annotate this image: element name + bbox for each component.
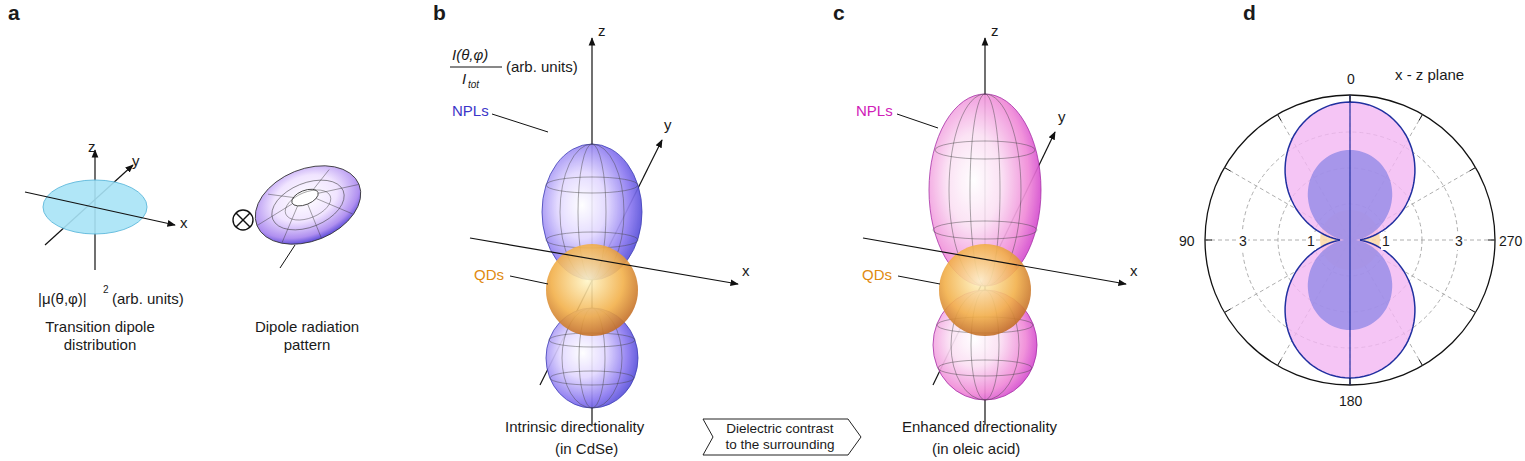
figure-label: I(θ,φ) [452,46,488,64]
figure-label: (arb. units) [112,290,184,308]
figure-label: 3 [1238,232,1248,250]
figure-label: x [1130,262,1138,280]
figure-label: z [88,138,96,156]
figure-label: (in oleic acid) [932,440,1020,458]
figure-label: 270 [1498,232,1523,250]
figure-label: (arb. units) [506,58,578,76]
figure-label: 0 [1346,70,1356,88]
figure-label: Intrinsic directionality [505,418,644,436]
figure-label: I [462,70,466,88]
panel-letter: c [833,4,845,22]
figure-label: NPLs [856,102,893,120]
panel-letter: b [433,4,446,22]
figure-label: x [742,262,750,280]
figure-label: x - z plane [1395,66,1464,84]
figure-label: (in CdSe) [555,440,618,458]
figure-label: QDs [474,266,504,284]
figure-label: z [598,22,606,40]
figure-label: 3 [1454,232,1464,250]
figure-label: Transition dipole distribution [30,318,170,354]
chevron-arrow: Dielectric contrast to the surrounding [702,418,862,456]
figure-label: z [991,22,999,40]
figure-label: Enhanced directionality [902,418,1057,436]
figure-label: 180 [1338,392,1363,410]
figure-label: y [664,116,672,134]
panel-letter: d [1243,4,1256,22]
figure-label: y [132,152,140,170]
figure-label: tot [468,79,479,91]
arrow-text: Dielectric contrast to the surrounding [720,421,840,453]
figure-label: x [180,214,188,232]
figure-label: |μ(θ,φ)| [38,290,87,308]
figure-label: 90 [1178,232,1196,250]
figure-label: QDs [862,266,892,284]
figure-label: Dipole radiation pattern [252,318,362,354]
figure-label: 1 [1381,232,1391,250]
figure-label: 2 [103,284,109,296]
panel-letter: a [8,4,20,22]
figure-label: 1 [1306,232,1316,250]
figure-label: y [1058,108,1066,126]
figure-label: NPLs [452,102,489,120]
